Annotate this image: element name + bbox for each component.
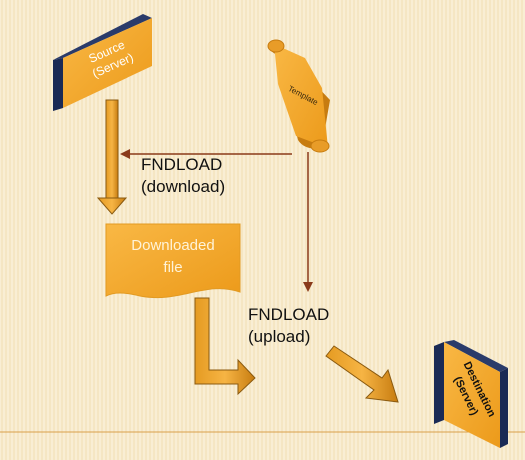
upload-arrow bbox=[325, 345, 399, 403]
downloaded-line2: file bbox=[163, 259, 183, 276]
fndload-upload-line1: FNDLOAD bbox=[248, 305, 330, 324]
destination-server-box bbox=[434, 340, 508, 448]
template-scroll-icon bbox=[267, 39, 330, 153]
downloaded-line1: Downloaded bbox=[131, 237, 215, 254]
fndload-upload-line2: (upload) bbox=[248, 327, 311, 346]
downloaded-file-box bbox=[105, 223, 241, 299]
elbow-arrow bbox=[194, 297, 256, 396]
fndload-download-line1: FNDLOAD bbox=[141, 155, 223, 174]
source-server-box bbox=[53, 14, 152, 111]
fndload-download-label: FNDLOAD (download) bbox=[141, 154, 225, 198]
downloaded-file-label: Downloaded file bbox=[108, 235, 238, 279]
download-arrow bbox=[96, 99, 128, 215]
fndload-download-line2: (download) bbox=[141, 177, 226, 196]
template-connector-lines bbox=[120, 149, 313, 292]
fndload-upload-label: FNDLOAD (upload) bbox=[248, 304, 329, 348]
